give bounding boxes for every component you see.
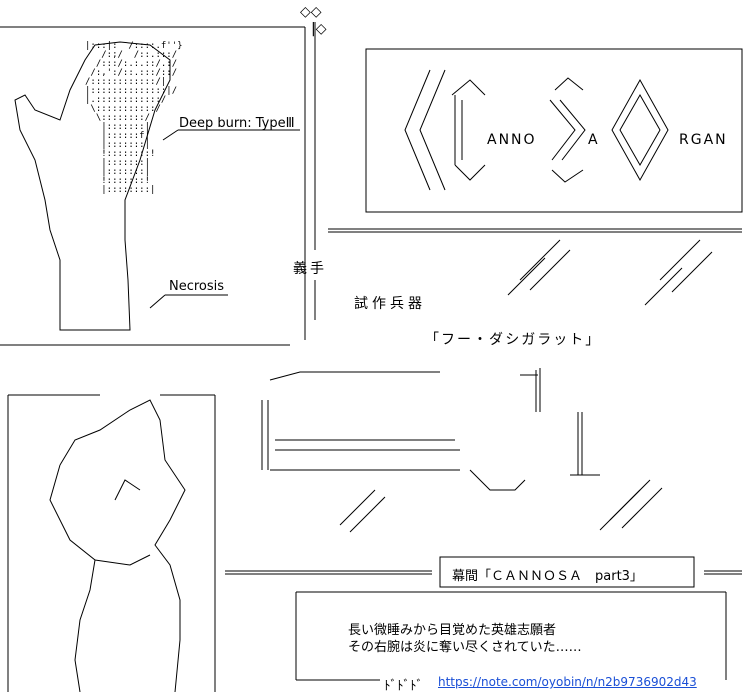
description-line-2: その右腕は炎に奪い尽くされていた……: [348, 640, 582, 655]
logo-word-anno: ANNO: [487, 132, 537, 148]
necrosis-label: Necrosis: [169, 279, 225, 294]
description-line-1: 長い微睡みから目覚めた英雄志願者: [348, 623, 557, 638]
shisaku-label: 試作兵器: [354, 296, 426, 312]
diamond-symbols: ◇◇: [300, 4, 322, 20]
hand-art: |:::|: /::::.f''} /:;/ /::.:::/ /:::/:.:…: [85, 41, 183, 195]
link-arrows: ﾄﾞﾄﾞﾄﾞ: [384, 679, 423, 694]
weapon-name: 「フー・ダシガラット」: [425, 332, 602, 348]
lozenge-symbol: |◇: [311, 21, 327, 37]
logo-word-a: A: [588, 132, 598, 148]
deep-burn-label: Deep burn: TypeⅢ: [179, 116, 295, 131]
chapter-title: 幕間「ＣＡＮＮＯＳＡ part3」: [452, 569, 643, 584]
gishu-label: 義手: [293, 261, 327, 277]
logo-word-rgan: RGAN: [679, 132, 728, 148]
note-link[interactable]: https://note.com/oyobin/n/n2b9736902d43: [438, 675, 697, 689]
